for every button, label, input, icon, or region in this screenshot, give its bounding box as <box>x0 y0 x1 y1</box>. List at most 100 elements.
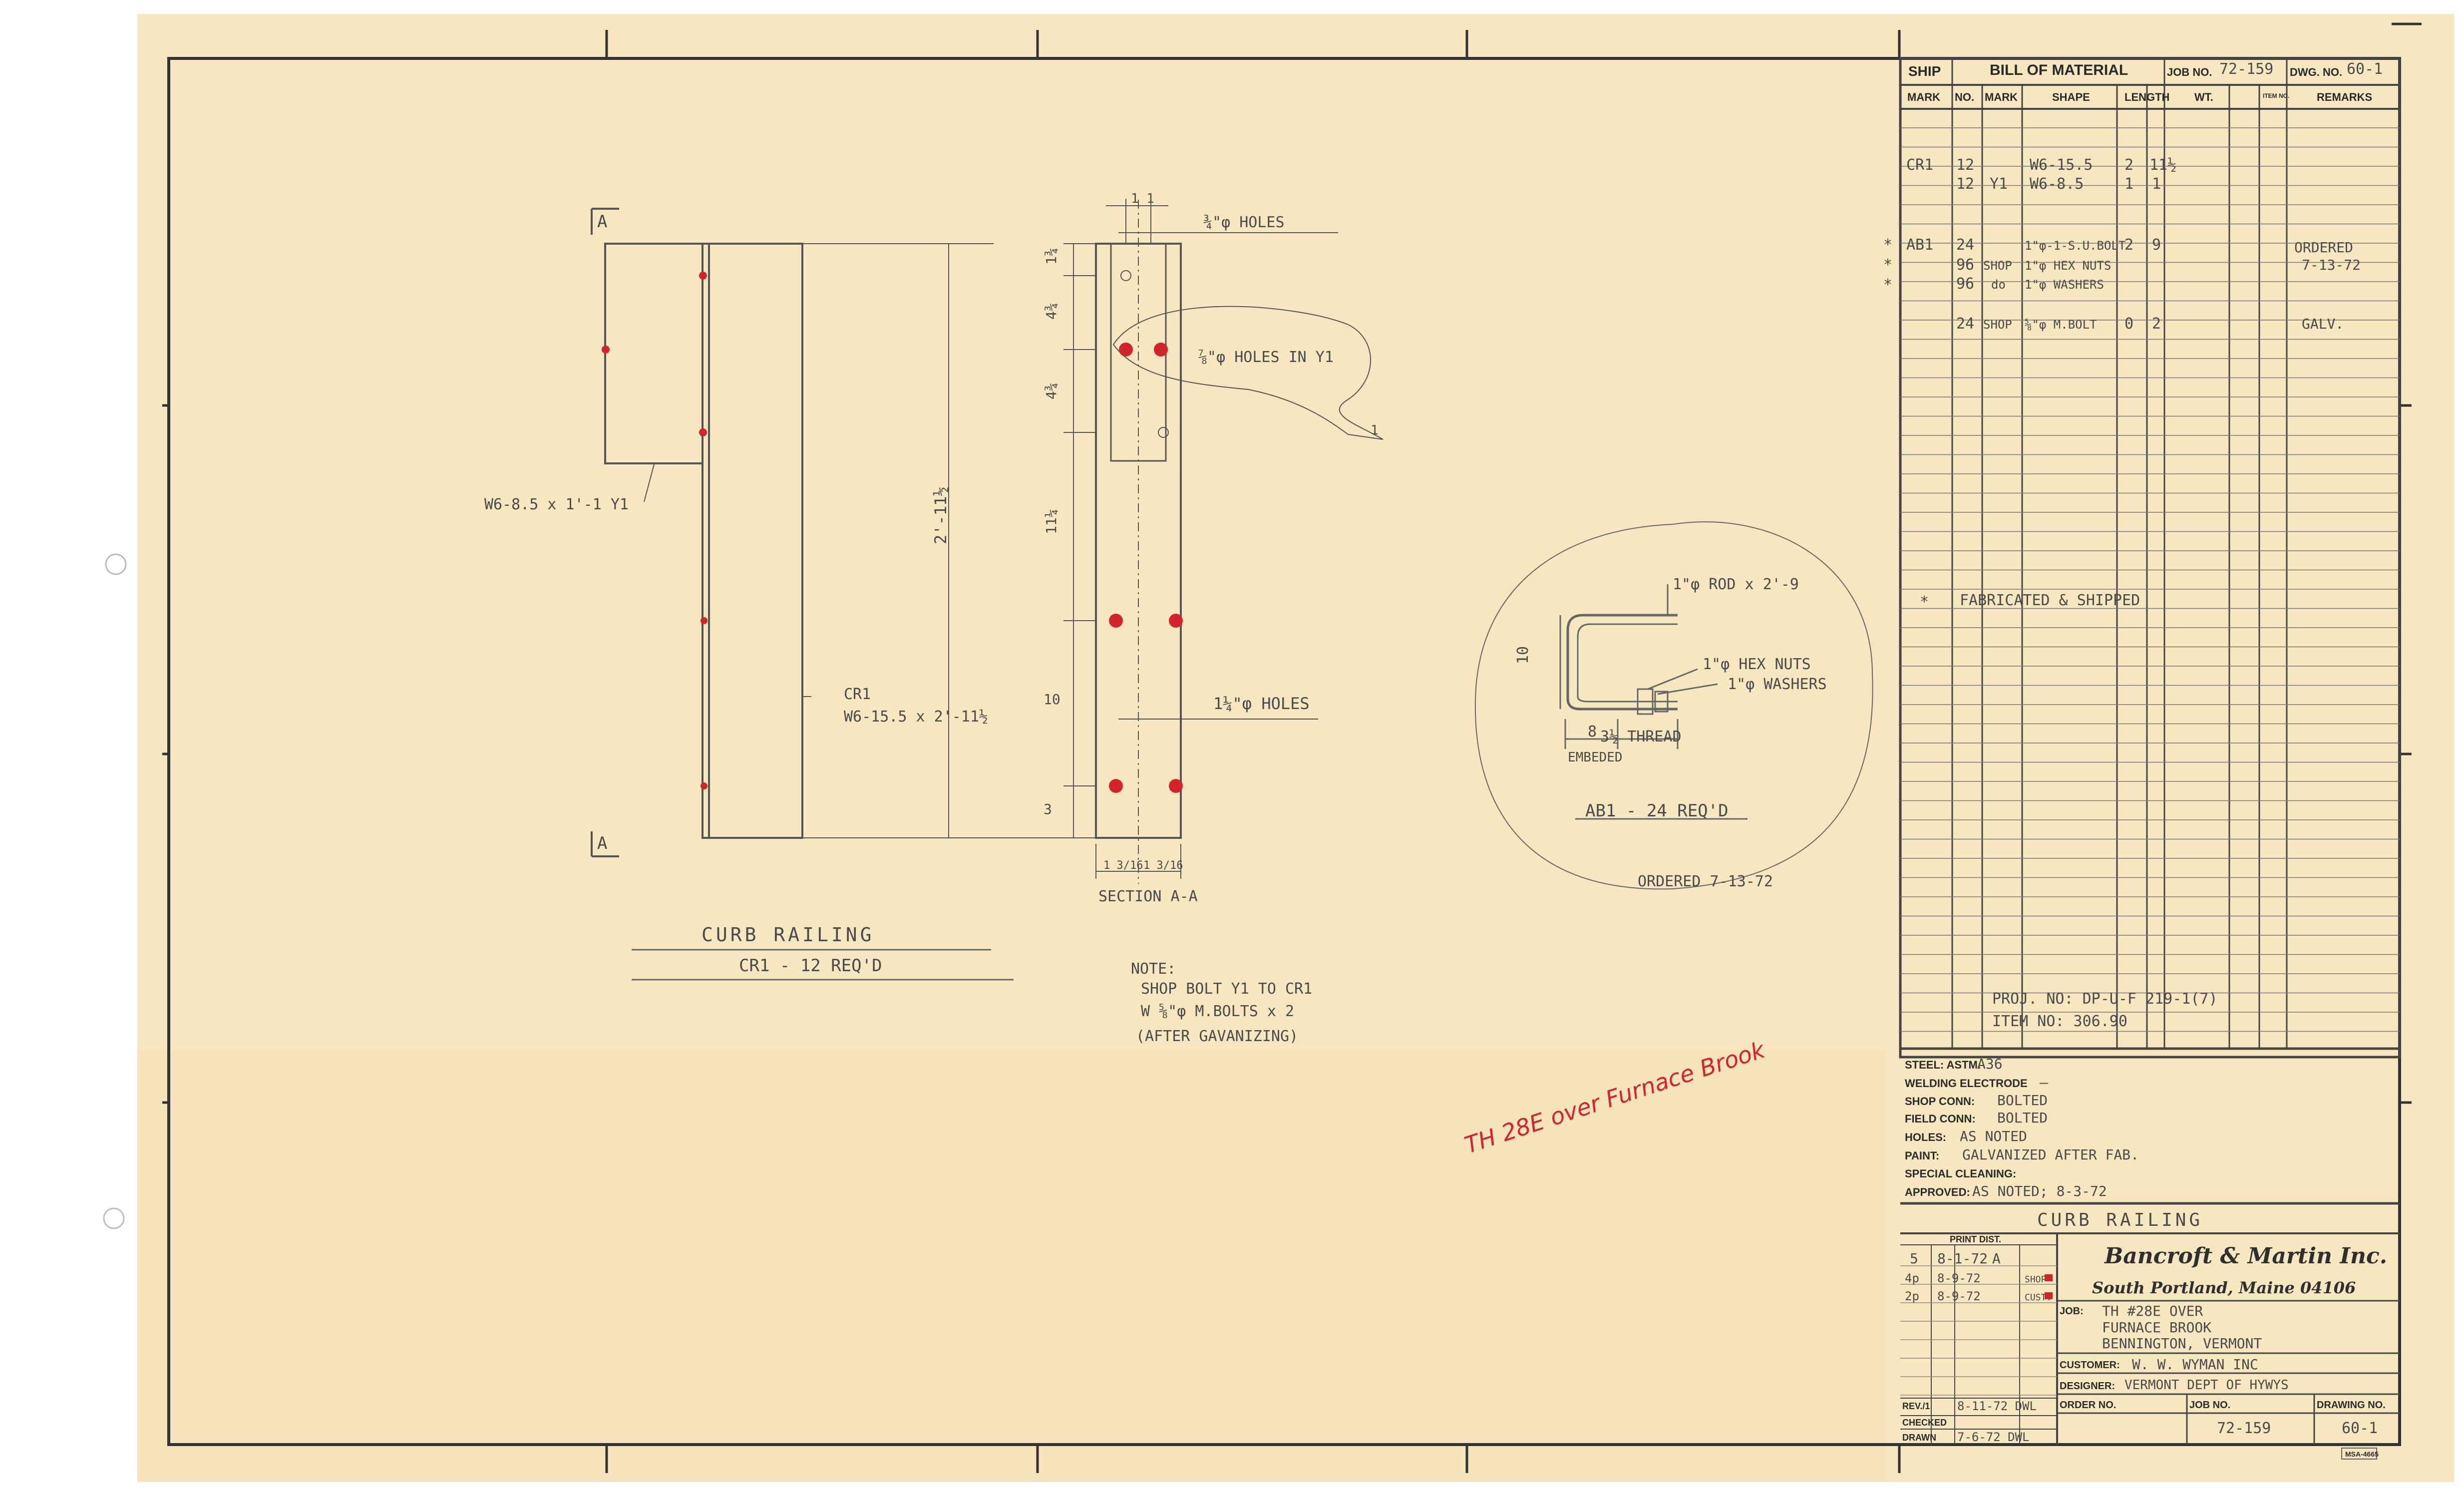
designer-value: VERMONT DEPT OF HYWYS <box>2124 1378 2289 1393</box>
bom-row: * 96 do 1"φ WASHERS <box>1883 275 2104 294</box>
designer-label: DESIGNER: <box>2060 1381 2115 1392</box>
row6-ft: 0 <box>2124 315 2133 333</box>
job-no-label-tb: JOB NO. <box>2189 1400 2230 1411</box>
row3-ft: 2 <box>2124 236 2133 254</box>
row3-in: 9 <box>2152 236 2161 254</box>
detail-height: 10 <box>1514 646 1532 664</box>
ship-label: SHIP <box>1908 63 1941 79</box>
row6-mark: SHOP <box>1983 318 2012 332</box>
col-mark: MARK <box>1907 91 1940 103</box>
company-address: South Portland, Maine 04106 <box>2092 1278 2356 1297</box>
electrode-value: — <box>2040 1074 2048 1091</box>
note-line-3: (AFTER GAVANIZING) <box>1136 1028 1298 1045</box>
holes-y1-label: ⅞"φ HOLES IN Y1 <box>1198 349 1334 366</box>
row6-no: 24 <box>1956 315 1974 333</box>
steel-label: STEEL: ASTM. <box>1905 1059 1981 1071</box>
section-mark-top: A <box>597 212 607 232</box>
electrode-label: WELDING ELECTRODE <box>1905 1077 2028 1090</box>
detail-thread-label: 3½ THREAD <box>1600 728 1682 746</box>
bom-row: * 96 SHOP 1"φ HEX NUTS 7-13-72 <box>1883 256 2361 274</box>
row1-ft: 2 <box>2124 156 2133 174</box>
detail-embed-dim: 8 <box>1588 723 1597 741</box>
paint-label: PAINT: <box>1905 1149 1939 1162</box>
bom-header: SHIP BILL OF MATERIAL JOB NO. 72-159 DWG… <box>1907 60 2383 103</box>
shop-conn-label: SHOP CONN: <box>1905 1095 1975 1108</box>
drawn-value: 7-6-72 DWL <box>1957 1430 2030 1444</box>
note-heading: NOTE: <box>1131 960 1176 978</box>
archive-stamp: MSA-4665 <box>2345 1450 2379 1458</box>
pd2-date: 8-9-72 <box>1937 1271 1981 1285</box>
row1-no: 12 <box>1956 156 1974 174</box>
red-tick-cust <box>2045 1292 2053 1299</box>
holes-label: HOLES: <box>1905 1131 1946 1143</box>
border-ticks <box>162 22 2422 1473</box>
job-no-value: 72-159 <box>2219 60 2273 78</box>
print-dist-rows: 5 8-1-72 A 4p 8-9-72 SHOP 2p 8-9-72 CUST… <box>1905 1250 2052 1303</box>
pd1-date: 8-1-72 <box>1937 1250 1988 1267</box>
company-name: Bancroft & Martin Inc. <box>2104 1243 2387 1269</box>
job-line-3: BENNINGTON, VERMONT <box>2102 1335 2262 1352</box>
bom-row: * AB1 24 1"φ-1-S.U.BOLT 2 9 ORDERED <box>1883 236 2353 256</box>
col-length: LENGTH <box>2124 91 2169 103</box>
row4-remarks: 7-13-72 <box>2302 257 2361 273</box>
dim-4: 11¼ <box>1043 509 1059 534</box>
rev-value: 8-11-72 DWL <box>1957 1399 2037 1413</box>
detail-nuts-label: 1"φ HEX NUTS <box>1703 656 1811 673</box>
field-conn-label: FIELD CONN: <box>1905 1113 1976 1125</box>
row4-no: 96 <box>1956 256 1974 274</box>
customer-value: W. W. WYMAN INC <box>2132 1356 2258 1373</box>
row2-ft: 1 <box>2124 175 2133 193</box>
pd1-to: A <box>1992 1250 2001 1267</box>
holes-mid-label: 1¼"φ HOLES <box>1213 694 1310 713</box>
pd2-qty: 4p <box>1905 1271 1919 1285</box>
detail-title: AB1 - 24 REQ'D <box>1585 801 1729 821</box>
dim-1: 1¾ <box>1043 248 1059 265</box>
row3-no: 24 <box>1956 236 1974 254</box>
approved-label: APPROVED: <box>1905 1186 1970 1198</box>
row1-in: 11½ <box>2149 156 2176 174</box>
overall-dimension: 2'-11½ <box>931 486 950 544</box>
bom-row: 24 SHOP ⅝"φ M.BOLT 0 2 GALV. <box>1956 315 2344 333</box>
dwg-no-label: DWG. NO. <box>2290 66 2342 78</box>
fabricated-note: FABRICATED & SHIPPED <box>1960 592 2140 609</box>
left-dimension-stack: 1¾ 4¾ 4¾ 11¼ 10 3 <box>1043 248 1060 817</box>
col-wt: WT. <box>2194 91 2213 103</box>
pd2-to: SHOP <box>2025 1274 2047 1285</box>
row2-shape: W6-8.5 <box>2030 175 2084 193</box>
row5-no: 96 <box>1956 275 1974 293</box>
col-no: NO. <box>1955 91 1974 103</box>
specs-block: STEEL: ASTM. A36 WELDING ELECTRODE — SHO… <box>1905 1056 2139 1199</box>
section-mark-bottom: A <box>597 833 607 853</box>
row6-shape: ⅝"φ M.BOLT <box>2025 318 2097 332</box>
row5-shape: 1"φ WASHERS <box>2025 278 2104 292</box>
cr1-label: CR1 <box>844 686 871 703</box>
row3-remarks: ORDERED <box>2294 239 2353 256</box>
bom-row: 12 Y1 W6-8.5 1 1 <box>1956 175 2161 193</box>
row1-mark: CR1 <box>1906 156 1933 174</box>
title-block-grid <box>1900 1202 2400 1445</box>
print-dist-label: PRINT DIST. <box>1950 1234 2001 1244</box>
row4-mark: SHOP <box>1983 259 2012 273</box>
drawing-subtitle: CR1 - 12 REQ'D <box>739 956 882 976</box>
row6-in: 2 <box>2152 315 2161 333</box>
row1-shape: W6-15.5 <box>2030 156 2093 174</box>
drawing-title: CURB RAILING <box>702 924 875 946</box>
special-label: SPECIAL CLEANING: <box>1905 1167 2016 1180</box>
section-label: SECTION A-A <box>1098 888 1198 905</box>
punch-hole-bottom <box>103 1207 125 1229</box>
row2-mark: Y1 <box>1990 175 2008 193</box>
bottom-dim-left: 1 3/16 <box>1103 859 1143 872</box>
col-item-no: ITEM NO. <box>2263 92 2289 99</box>
bom-rows: CR1 12 W6-15.5 2 11½ 12 Y1 W6-8.5 1 1 * … <box>1883 156 2361 333</box>
cr1-size-label: W6-15.5 x 2'-11½ <box>844 708 988 726</box>
row4-asterisk: * <box>1883 256 1892 274</box>
elevation-view <box>591 208 1093 857</box>
holes-value: AS NOTED <box>1960 1128 2027 1144</box>
steel-value: A36 <box>1977 1056 2003 1072</box>
row3-mark: AB1 <box>1906 236 1933 254</box>
holes-top-label: ¾"φ HOLES <box>1203 214 1285 231</box>
punch-hole-top <box>105 553 127 575</box>
asterisk-symbol: * <box>1920 593 1929 611</box>
detail-ordered: ORDERED 7-13-72 <box>1638 873 1773 890</box>
